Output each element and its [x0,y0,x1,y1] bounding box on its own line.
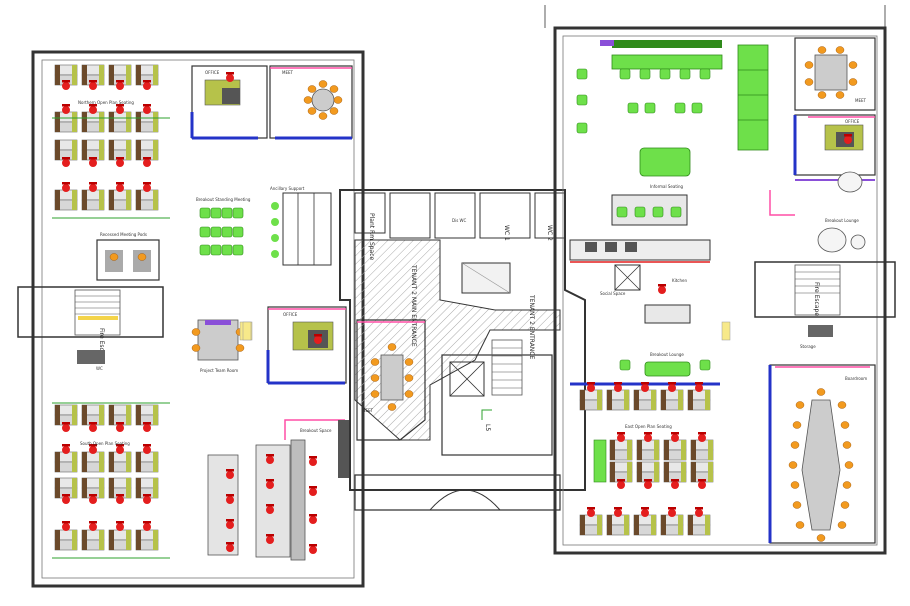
wc2-label: WC 2 [546,225,553,241]
central-core: Plant Rm Space Dis WC WC 1 WC 2 TENANT 2… [339,189,586,511]
wc1-label: WC 1 [503,225,510,241]
middle-office: OFFICE [266,306,347,385]
left-wing: Northern Open Plan Seating OFFICE MEET [17,50,365,588]
south-breakout-space: Breakout Space [207,419,350,561]
left-wc-label: WC [96,366,103,371]
east-desk-cluster: East Open Plan Seating [579,382,714,536]
lift-label: L5 [484,424,491,431]
core-meeting-room: MEET [356,319,426,441]
north-meeting-room: MEET [269,65,353,140]
project-team-room: Project Team Room [191,319,253,373]
recessed-meeting-pods: Recessed Meeting Pods [96,232,160,281]
kitchen-label: Kitchen [672,278,687,283]
breakout-standing-label: Breakout Standing Meeting [196,197,251,202]
core-meet-label: MEET [362,408,374,413]
north-east-meeting-room: MEET [794,37,876,111]
dis-wc-label: Dis WC [452,218,467,223]
breakout-lounge-mid: Breakout Lounge [570,352,720,386]
middle-office-label: OFFICE [283,312,298,317]
storage-label: Storage [800,344,816,349]
right-wing: Informal Seating MEET OFFICE [544,5,896,555]
ancillary-support: Ancillary Support [270,186,332,266]
east-office-label: OFFICE [845,119,860,124]
informal-seating-label: Informal Seating [650,184,684,189]
east-seating-label: East Open Plan Seating [625,424,672,429]
plant-room-label: Plant Rm Space [368,213,375,261]
meet-label: MEET [282,70,294,75]
social-space: Social Space Kitchen [569,194,711,324]
recessed-pods-label: Recessed Meeting Pods [100,232,147,237]
ne-meet-label: MEET [855,98,867,103]
breakout-green-pods: Breakout Standing Meeting [196,197,251,256]
ancillary-support-label: Ancillary Support [270,186,305,191]
boardroom: Boardroom [768,364,876,544]
northern-seating-label: Northern Open Plan Seating [78,100,134,105]
boardroom-label: Boardroom [845,376,867,381]
breakout-lounge-label: Breakout Lounge [825,218,859,223]
right-fire-escape-label: Fire Escape [813,282,820,316]
left-stair-core: Fire Escape WC [17,286,164,371]
south-breakout-label: Breakout Space [300,428,332,433]
east-office: OFFICE [793,114,876,176]
south-seating-label: South Open Plan Seating [80,441,130,446]
project-team-label: Project Team Room [200,368,238,373]
social-space-label: Social Space [600,291,626,296]
breakout-lounge-top: Informal Seating [576,40,769,189]
breakout-lounge-mid-label: Breakout Lounge [650,352,684,357]
breakout-lounge-east: Breakout Lounge [769,171,875,253]
right-wing-outline [553,26,887,555]
secondary-entrance-label: TENANT 2 ENTRANCE [528,294,535,359]
lift-stair: L5 [441,339,553,456]
office-label: OFFICE [205,70,220,75]
main-entrance-label: TENANT 2 MAIN ENTRANCE [410,264,417,347]
right-stair-core: Fire Escape Storage [754,261,896,349]
north-office: OFFICE [190,65,268,140]
northern-desk-cluster: Northern Open Plan Seating [52,64,170,219]
south-desk-cluster: South Open Plan Seating [52,402,170,559]
left-fire-escape-label: Fire Escape [98,328,105,362]
